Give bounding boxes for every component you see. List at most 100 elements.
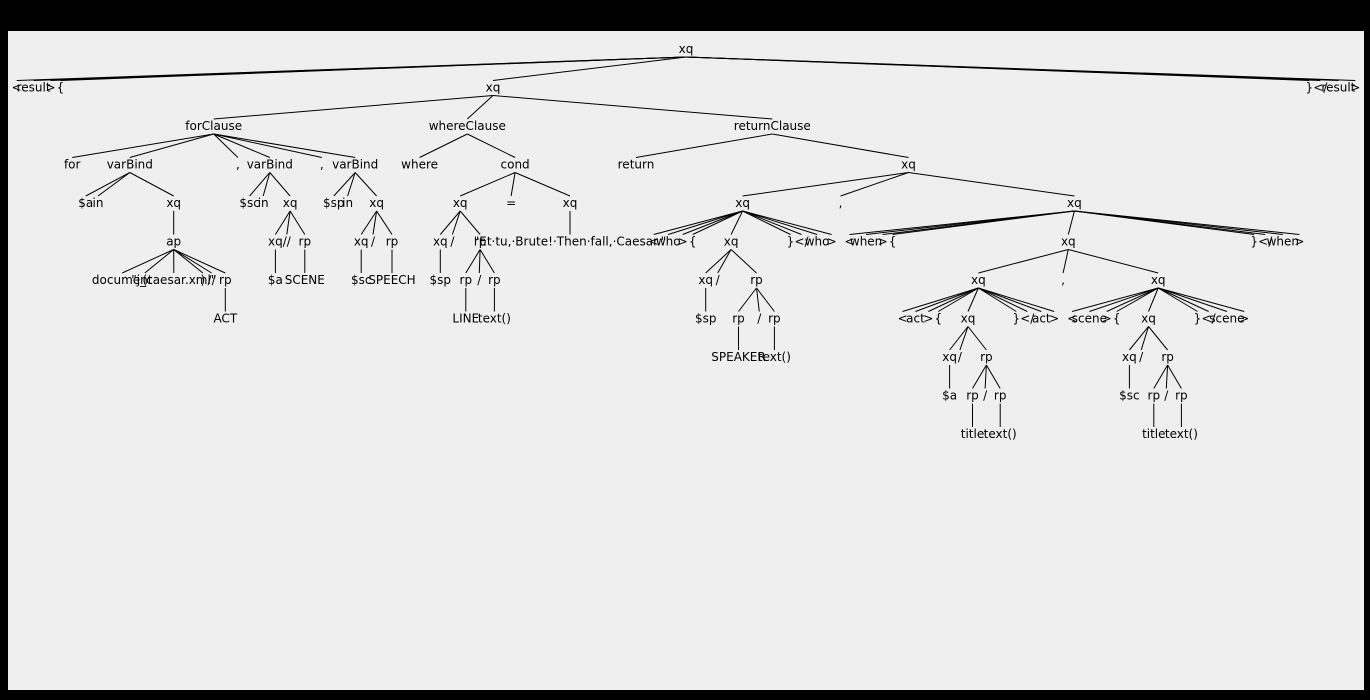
tree-edge: [978, 287, 1055, 312]
tree-edge: [173, 249, 212, 274]
tree-edge: [466, 95, 494, 120]
tree-edge: [333, 172, 356, 197]
tree-leaf-label: document: [92, 273, 153, 287]
tree-leaf-label: {: [889, 235, 897, 249]
tree-edge: [514, 172, 571, 197]
tree-edge: [347, 172, 356, 197]
tree-node-label: rp: [1148, 389, 1161, 403]
tree-edge: [668, 210, 743, 235]
tree-leaf-label: >: [1239, 312, 1249, 326]
tree-leaf-label: <: [649, 235, 659, 249]
tree-node-label: rp: [768, 312, 781, 326]
tree-edge: [459, 210, 481, 235]
tree-leaf-label: ,: [1061, 273, 1065, 287]
tree-node-label: ap: [166, 235, 181, 249]
tree-node-label: xq: [563, 196, 578, 210]
tree-edge: [840, 172, 909, 197]
tree-node-label: xq: [679, 42, 694, 56]
tree-leaf-label: title: [961, 427, 984, 441]
tree-leaf-label: $sp: [323, 196, 345, 210]
tree-leaf-label: ACT: [213, 312, 237, 326]
tree-leaf-label: >: [45, 81, 55, 95]
tree-node-label: rp: [474, 235, 487, 249]
tree-edge: [97, 172, 131, 197]
tree-edge: [738, 287, 757, 312]
tree-leaf-label: }: [1305, 81, 1313, 95]
tree-edge: [742, 172, 909, 197]
tree-node-label: cond: [501, 158, 530, 172]
tree-leaf-label: >: [923, 312, 933, 326]
tree-leaf-label: </: [1020, 312, 1035, 326]
tree-edge: [1165, 364, 1169, 389]
tree-edge: [72, 133, 214, 158]
tree-leaf-label: where: [401, 158, 438, 172]
tree-edge: [959, 326, 969, 351]
tree-edge: [451, 210, 461, 235]
tree-leaf-label: (: [142, 273, 147, 287]
tree-edge: [213, 133, 322, 158]
tree-edge: [705, 249, 732, 274]
tree-leaf-label: $sc: [239, 196, 259, 210]
tree-node-label: rp: [750, 273, 763, 287]
tree-node-label: rp: [1175, 389, 1188, 403]
tree-node-label: xq: [283, 196, 298, 210]
tree-leaf-label: ,: [839, 196, 843, 210]
tree-edge: [478, 249, 481, 274]
tree-node-label: xq: [735, 196, 750, 210]
tree-node-label: xq: [961, 312, 976, 326]
tree-node-label: rp: [386, 235, 399, 249]
tree-node-label: returnClause: [734, 119, 811, 133]
tree-edge: [492, 95, 773, 120]
tree-node-label: rp: [966, 389, 979, 403]
tree-edge: [439, 210, 461, 235]
tree-edge: [129, 172, 174, 197]
tree-edge: [1062, 249, 1069, 274]
tree-edge: [915, 287, 979, 312]
tree-edge: [1157, 287, 1209, 312]
tree-edge: [902, 287, 979, 312]
tree-leaf-label: act: [1032, 312, 1051, 326]
tree-node-label: xq: [1141, 312, 1156, 326]
tree-leaf-label: "Et·tu,·Brute!·Then·fall,·Caesar.": [474, 235, 667, 249]
tree-node-label: xq: [1067, 196, 1082, 210]
tree-node-label: varBind: [332, 158, 378, 172]
tree-edge: [717, 249, 732, 274]
tree-node-label: xq: [433, 235, 448, 249]
tree-leaf-label: $sp: [430, 273, 452, 287]
tree-node-label: rp: [980, 350, 993, 364]
tree-leaf-label: /: [958, 350, 963, 364]
tree-leaf-label: >: [1294, 235, 1304, 249]
tree-leaf-label: scene: [1209, 312, 1244, 326]
tree-leaf-label: /: [1164, 389, 1169, 403]
tree-node-label: xq: [698, 273, 713, 287]
tree-edge: [1067, 210, 1075, 235]
tree-leaf-label: act: [906, 312, 925, 326]
tree-leaf-label: who: [656, 235, 681, 249]
tree-node-label: xq: [354, 235, 369, 249]
tree-edge: [354, 172, 377, 197]
tree-leaf-label: ,: [320, 158, 324, 172]
tree-node-label: xq: [971, 273, 986, 287]
tree-edge: [938, 287, 979, 312]
tree-edge: [1157, 287, 1198, 312]
tree-edge: [772, 133, 909, 158]
tree-edge: [376, 210, 393, 235]
tree-edge: [460, 172, 516, 197]
tree-edge: [756, 287, 760, 312]
tree-node-label: xq: [369, 196, 384, 210]
tree-edge: [978, 287, 1028, 312]
tree-edge: [213, 133, 239, 158]
tree-leaf-label: text(): [758, 350, 791, 364]
tree-leaf-label: when: [850, 235, 882, 249]
tree-leaf-label: </: [1313, 81, 1328, 95]
tree-edge: [1148, 287, 1159, 312]
tree-edge: [419, 133, 468, 158]
tree-edge: [85, 172, 131, 197]
tree-edge: [892, 210, 1075, 235]
tree-leaf-label: {: [934, 312, 942, 326]
tree-edge: [144, 249, 175, 274]
tree-leaf-label: >: [1102, 312, 1112, 326]
tree-edge: [467, 133, 516, 158]
tree-edge: [1167, 364, 1182, 389]
